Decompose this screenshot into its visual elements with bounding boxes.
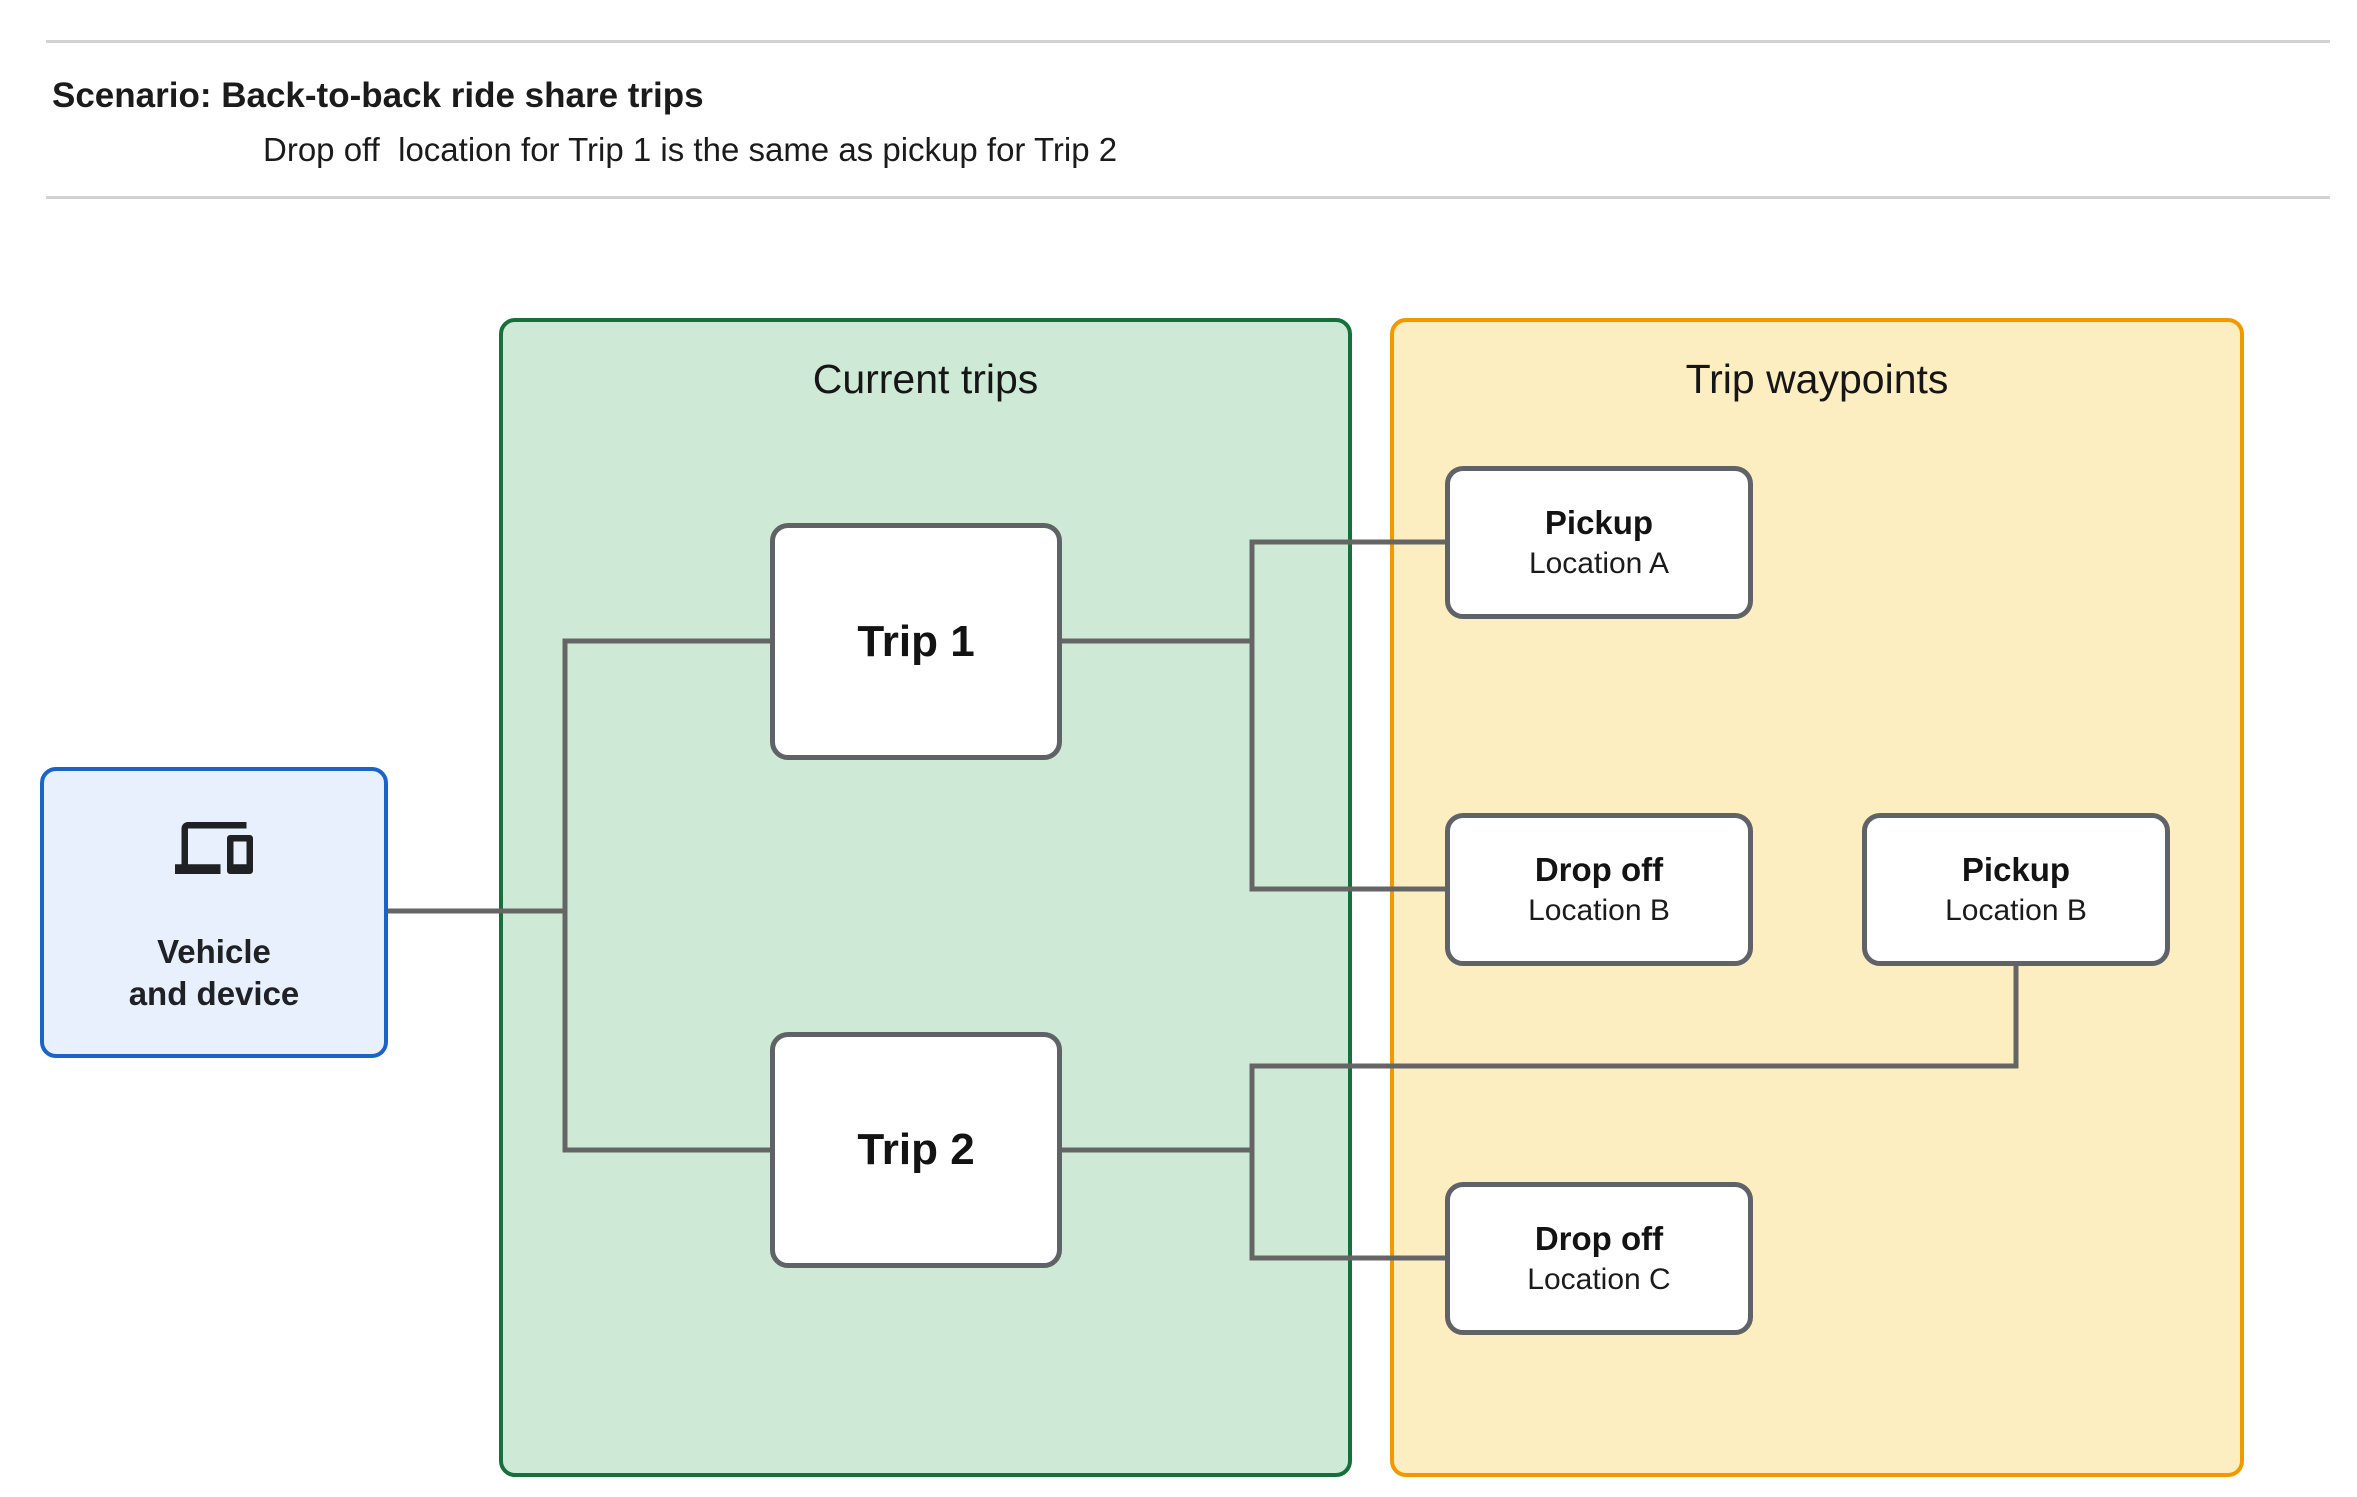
current-trips-label: Current trips: [812, 356, 1039, 402]
trip-2-label: Trip 2: [857, 1125, 975, 1174]
waypoint-title: Pickup: [1961, 851, 2071, 888]
header-divider: [46, 196, 2330, 199]
trip-1-label: Trip 1: [857, 616, 975, 666]
waypoint-pickup-location-a: Pickup Location A: [1445, 466, 1753, 619]
waypoint-title: Pickup: [1544, 504, 1654, 541]
connector-vehicle-to-trips: [388, 638, 770, 1153]
top-divider: [46, 40, 2330, 43]
waypoint-subtitle: Location B: [1528, 894, 1670, 927]
trip-2-node: Trip 2: [770, 1032, 1062, 1268]
trip-waypoints-label: Trip waypoints: [1685, 356, 1949, 402]
waypoint-pickup-location-b: Pickup Location B: [1862, 813, 2170, 966]
vehicle-label-line2: and device: [128, 975, 300, 1013]
vehicle-device-label: Vehicle and device: [129, 931, 300, 1015]
connector-trip1-to-waypoints: [1062, 539, 1445, 892]
devices-icon: [175, 809, 253, 887]
connector-trip2-pickupb-dropoffc: [1062, 958, 2019, 1261]
vehicle-label-line1: Vehicle: [157, 933, 271, 970]
waypoint-title: Drop off: [1534, 1220, 1664, 1257]
current-trips-group: Current trips: [499, 318, 1352, 1477]
waypoint-title: Drop off: [1534, 851, 1664, 888]
vehicle-device-node: Vehicle and device: [40, 767, 388, 1058]
waypoint-subtitle: Location B: [1945, 894, 2087, 927]
waypoint-subtitle: Location A: [1528, 547, 1670, 580]
trip-1-node: Trip 1: [770, 523, 1062, 760]
waypoint-subtitle: Location C: [1527, 1263, 1671, 1296]
waypoint-dropoff-location-b: Drop off Location B: [1445, 813, 1753, 966]
page-title: Scenario: Back-to-back ride share trips: [52, 76, 704, 115]
page-subtitle: Drop off location for Trip 1 is the same…: [263, 131, 1118, 168]
waypoint-dropoff-location-c: Drop off Location C: [1445, 1182, 1753, 1335]
